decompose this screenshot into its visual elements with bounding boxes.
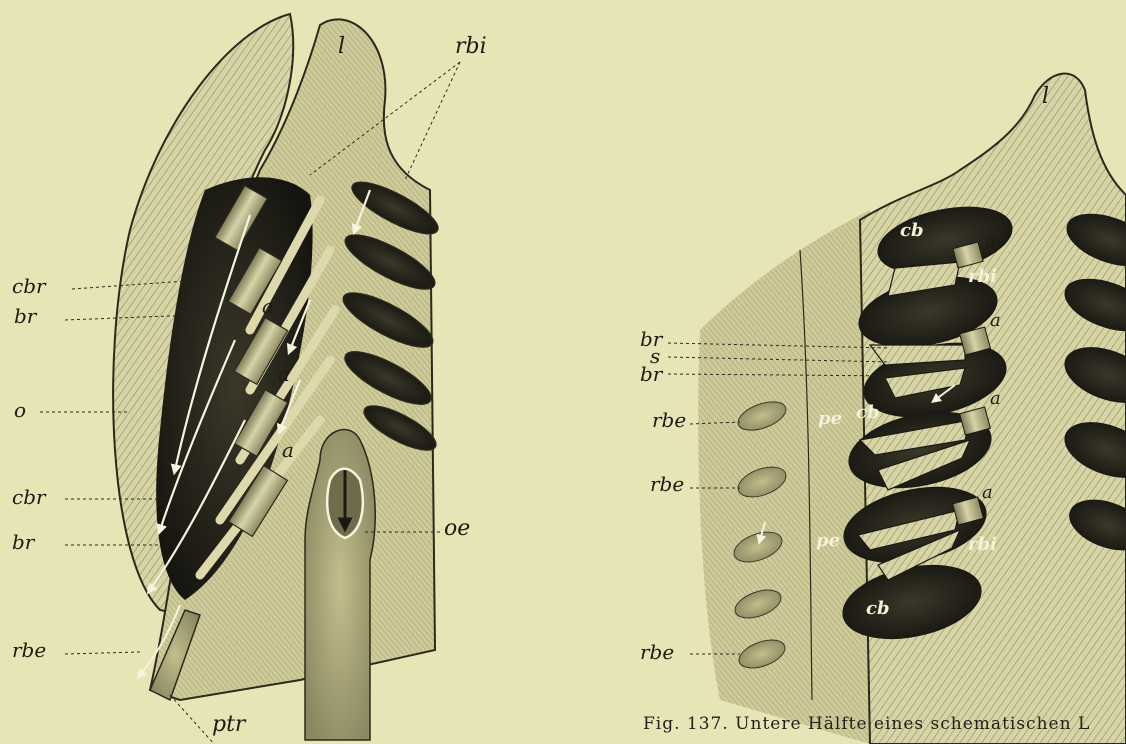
label-cb-2: cb [856,404,880,422]
label-rbi-right-1: rbi [968,268,997,286]
label-o: o [14,400,26,420]
label-cbr-bottom: cbr [12,487,46,507]
label-rbe-left: rbe [12,640,46,660]
label-rbe-right-1: rbe [652,410,686,430]
figure-caption: Fig. 137. Untere Hälfte eines schematisc… [643,714,1090,734]
label-a-left-4: a [282,440,294,460]
label-pe-2: pe [816,532,840,550]
label-br-bottom: br [12,532,34,552]
label-l-right: l [1042,86,1049,108]
label-a-right-3: a [990,390,1001,408]
label-a-right-4: a [982,484,993,502]
label-a-left-2: a [262,296,274,316]
label-a-left-1: a [262,205,274,225]
label-oe: oe [444,518,470,540]
label-a-right-2: a [990,312,1001,330]
label-rbi-left: rbi [455,36,487,58]
label-pe-1: pe [818,410,842,428]
label-cbr-top: cbr [12,276,46,296]
label-a-right-1: a [985,232,996,250]
label-cb-1: cb [900,222,924,240]
label-a-left-3: a [278,364,290,384]
label-rbe-right-3: rbe [640,642,674,662]
right-figure [698,74,1126,744]
label-cb-3: cb [866,600,890,618]
label-br-top: br [14,306,36,326]
label-l-left: l [338,36,345,58]
label-rbe-right-2: rbe [650,474,684,494]
label-ptr: ptr [212,714,245,736]
label-rbi-right-2: rbi [968,536,997,554]
label-br-right-2: br [640,364,662,384]
